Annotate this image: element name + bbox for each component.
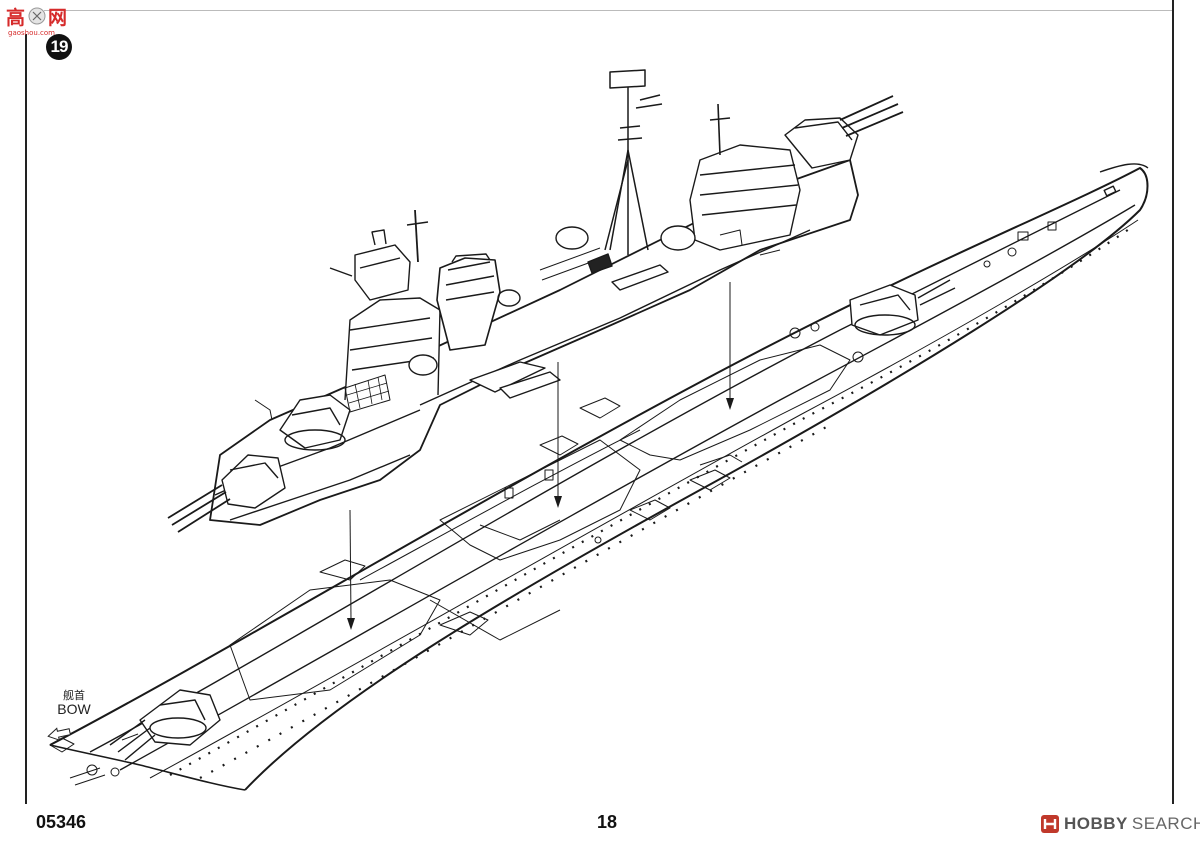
site-watermark-logo: 高 网 gaoshou.com — [4, 2, 76, 38]
bow-fittings — [69, 733, 139, 786]
hobby-search-logo-icon — [1041, 815, 1059, 833]
assembly-arrowheads — [347, 398, 734, 630]
hobby-search-watermark: HOBBY SEARCH — [1040, 814, 1200, 834]
page-frame-right — [1172, 0, 1174, 804]
arrow-left-icon — [47, 727, 71, 740]
step-number-badge: 19 — [46, 34, 72, 60]
assembly-arrow-1 — [349, 509, 352, 621]
main-mast — [604, 69, 663, 255]
bow-label-cn: 舰首 — [63, 690, 85, 702]
bow-label-en: BOW — [57, 701, 91, 718]
bow-direction-label: 舰首 BOW — [44, 690, 104, 717]
page-frame-left — [25, 34, 27, 804]
hull-turret-a — [109, 689, 221, 761]
hobby-search-text-2: SEARCH — [1131, 814, 1200, 833]
watermark-logo-icon: 高 网 gaoshou.com — [6, 6, 67, 37]
svg-text:高: 高 — [6, 6, 25, 29]
assembly-arrows — [349, 282, 731, 621]
superstructure-part — [167, 69, 904, 533]
hull-secondary-mounts — [319, 221, 1057, 636]
hull-turret-x — [849, 279, 956, 336]
hobby-search-text-1: HOBBY — [1064, 814, 1128, 833]
svg-text:网: 网 — [48, 7, 67, 29]
watermark-url: gaoshou.com — [8, 29, 55, 37]
product-code: 05346 — [36, 812, 87, 832]
page-number: 18 — [597, 812, 618, 832]
hull-part — [49, 163, 1149, 791]
page-frame-top — [44, 10, 1174, 11]
